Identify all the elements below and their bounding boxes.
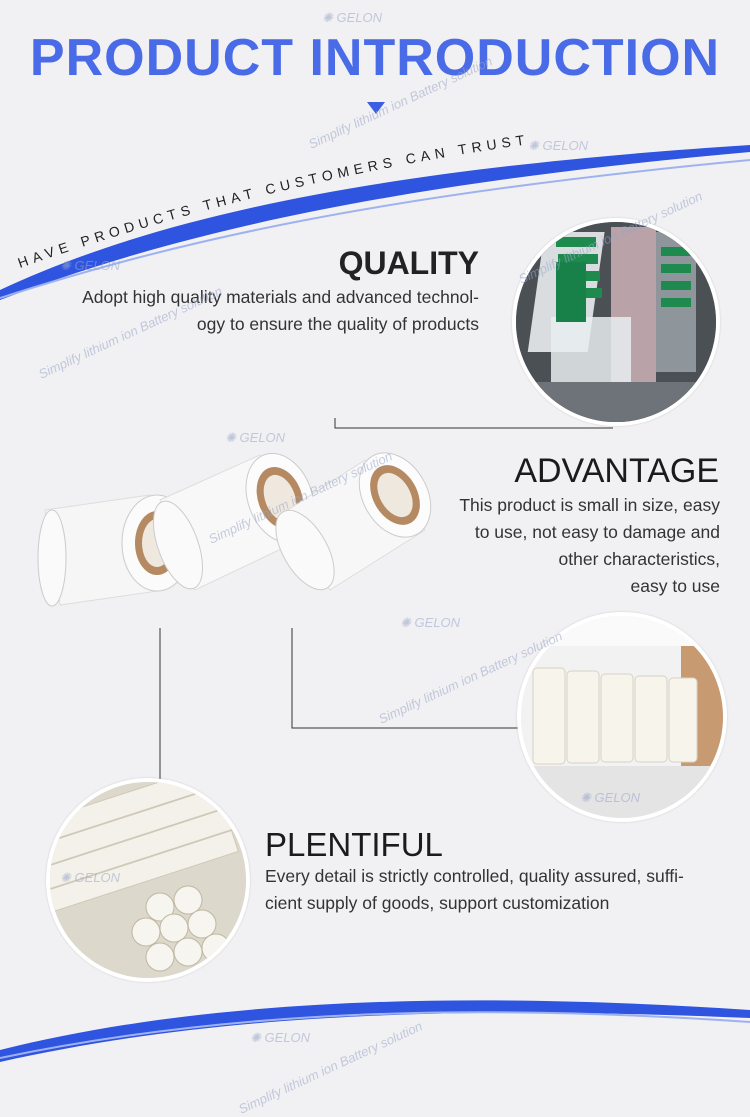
- page-title: PRODUCT INTRODUCTION: [29, 29, 721, 87]
- machine-illustration: [516, 222, 716, 422]
- advantage-text-line: to use, not easy to damage and: [474, 522, 720, 542]
- down-arrow-icon: [367, 102, 385, 114]
- quality-text-line: Adopt high quality materials and advance…: [82, 287, 479, 307]
- advantage-description: This product is small in size, easy to u…: [390, 492, 720, 600]
- tagline-curve: HAVE PRODUCTS THAT CUSTOMERS CAN TRUST: [16, 131, 526, 271]
- advantage-text-line: easy to use: [630, 576, 721, 596]
- advantage-rolls-image: [517, 612, 727, 822]
- advantage-heading: ADVANTAGE: [514, 452, 719, 490]
- tape-rolls-image: [37, 452, 432, 607]
- quality-machine-image: [512, 218, 720, 426]
- plentiful-text-line: cient supply of goods, support customiza…: [265, 893, 610, 913]
- plentiful-description: Every detail is strictly controlled, qua…: [265, 863, 725, 917]
- rolls-in-box-illustration: [521, 616, 723, 818]
- plentiful-stock-image: [46, 778, 250, 982]
- quality-heading: QUALITY: [338, 245, 479, 281]
- plentiful-text-line: Every detail is strictly controlled, qua…: [265, 866, 684, 886]
- advantage-text-line: other characteristics,: [558, 549, 720, 569]
- plentiful-heading: PLENTIFUL: [265, 826, 443, 863]
- stacked-rolls-illustration: [50, 782, 246, 978]
- quality-text-line: ogy to ensure the quality of products: [196, 314, 479, 334]
- quality-description: Adopt high quality materials and advance…: [49, 284, 479, 338]
- advantage-text-line: This product is small in size, easy: [459, 495, 720, 515]
- tape-roll: [275, 452, 432, 591]
